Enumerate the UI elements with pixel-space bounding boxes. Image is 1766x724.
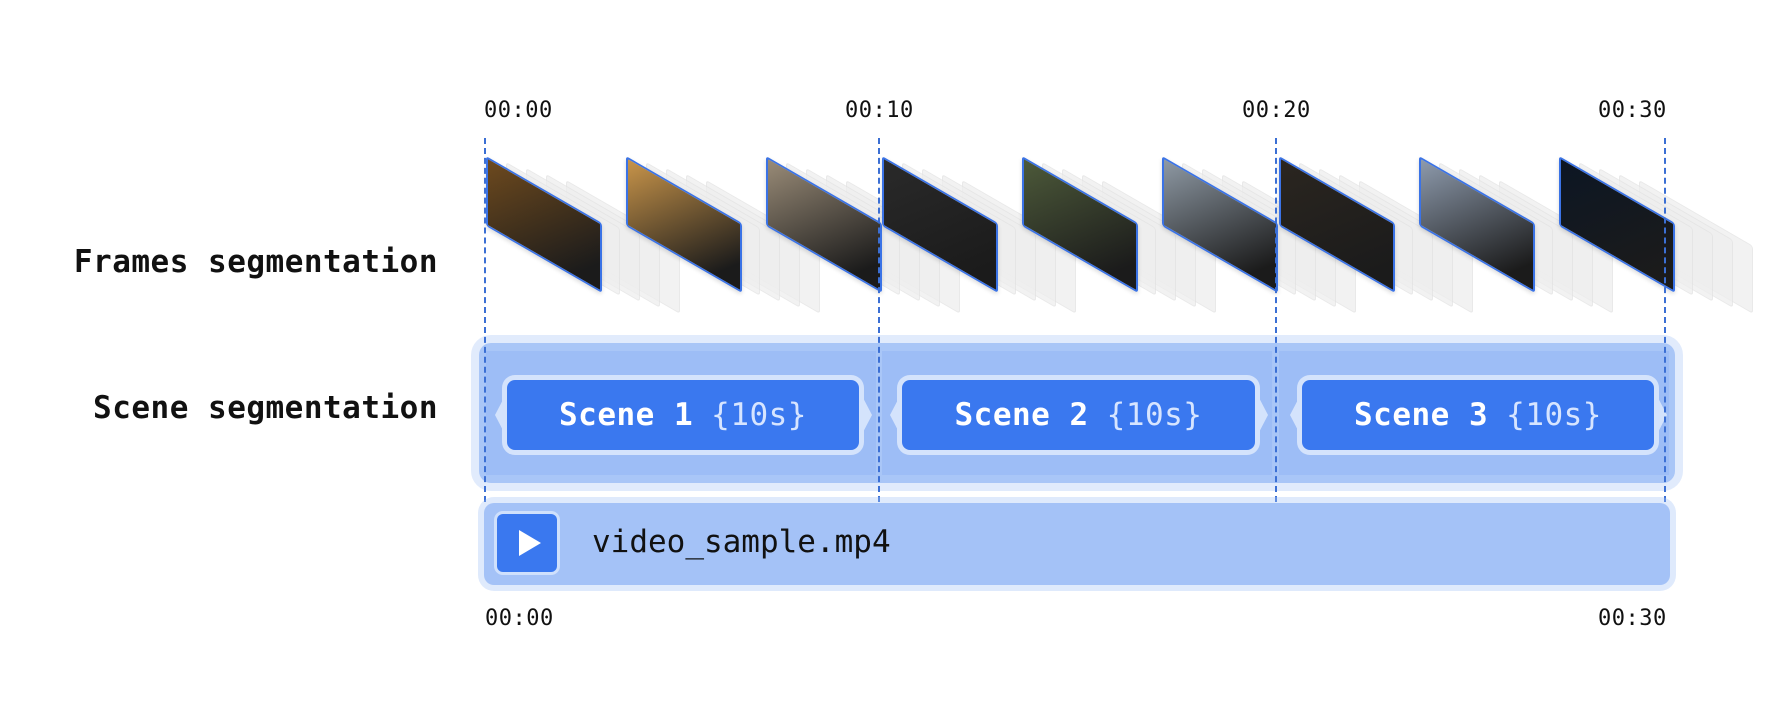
tick-label-top-1: 00:10 xyxy=(845,98,914,123)
scene-1-left-notch xyxy=(495,392,507,438)
frame-thumbnail[interactable] xyxy=(486,156,602,293)
scene-3-duration: {10s} xyxy=(1506,397,1602,433)
frames-segmentation-label: Frames segmentation xyxy=(73,244,438,280)
play-icon xyxy=(519,530,541,556)
frame-group-3 xyxy=(1279,156,1753,326)
scene-1-duration: {10s} xyxy=(711,397,807,433)
scene-2-right-notch xyxy=(1256,392,1268,438)
scene-segmentation-label: Scene segmentation xyxy=(93,390,438,426)
time-divider-20 xyxy=(1275,138,1277,502)
tick-label-top-0: 00:00 xyxy=(484,98,553,123)
frame-group-1 xyxy=(486,156,960,326)
scene-3-block[interactable]: Scene 3 {10s} xyxy=(1302,380,1654,450)
time-divider-10 xyxy=(878,138,880,502)
scene-3-left-notch xyxy=(1290,392,1302,438)
video-track[interactable] xyxy=(484,503,1670,585)
scene-2-block[interactable]: Scene 2 {10s} xyxy=(902,380,1255,450)
scene-1-right-notch xyxy=(860,392,872,438)
scene-3-label: Scene 3 xyxy=(1354,397,1489,433)
time-divider-30 xyxy=(1664,138,1666,502)
tick-label-bottom-0: 00:00 xyxy=(485,606,554,631)
frame-thumbnail[interactable] xyxy=(1279,156,1395,293)
scene-2-label: Scene 2 xyxy=(954,397,1089,433)
frame-group-2 xyxy=(882,156,1356,326)
scene-2-left-notch xyxy=(890,392,902,438)
play-button[interactable] xyxy=(497,514,557,572)
scene-2-duration: {10s} xyxy=(1106,397,1203,433)
video-file-name: video_sample.mp4 xyxy=(592,524,891,560)
time-divider-0 xyxy=(484,138,486,502)
scene-1-label: Scene 1 xyxy=(559,397,694,433)
tick-label-bottom-1: 00:30 xyxy=(1598,606,1667,631)
tick-label-top-2: 00:20 xyxy=(1242,98,1311,123)
tick-label-top-3: 00:30 xyxy=(1598,98,1667,123)
frame-thumbnail[interactable] xyxy=(882,156,998,293)
scene-1-block[interactable]: Scene 1 {10s} xyxy=(507,380,859,450)
